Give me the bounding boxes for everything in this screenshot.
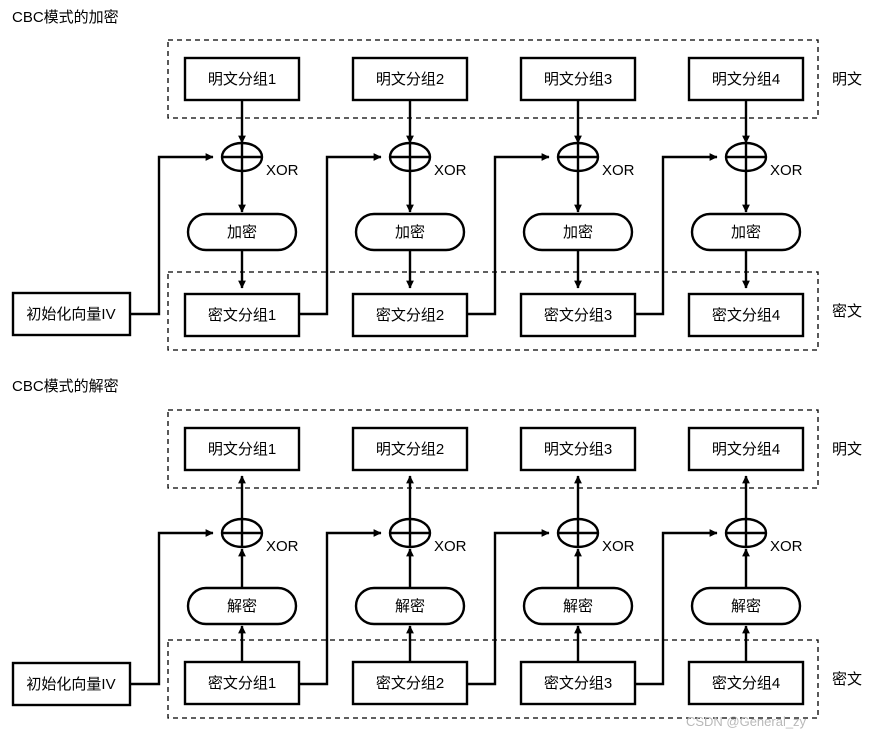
- decryption-plaintext-block-3-label: 明文分组3: [544, 441, 612, 458]
- encryption-ciphertext-label: 密文: [832, 303, 862, 320]
- decryption-plaintext-block-4: [687, 426, 805, 472]
- decryption-ciphertext-block-2: [351, 660, 469, 706]
- encryption-plaintext-block-2-label: 明文分组2: [376, 71, 444, 88]
- encryption-wire-cipher2-to-xor3: [467, 153, 550, 316]
- decryption-xor-label-1: XOR: [266, 538, 299, 555]
- decryption-section: CBC模式的解密 明文 密文 明文分组1 XOR 解密 密文分组1 明文分组2 …: [11, 378, 862, 719]
- encryption-iv-block-label: 初始化向量IV: [26, 306, 115, 323]
- decryption-ciphertext-block-2-label: 密文分组2: [376, 675, 444, 692]
- decryption-ciphertext-group-border: [167, 639, 819, 719]
- encryption-plaintext-block-3: [519, 56, 637, 102]
- encryption-plaintext-block-3-label: 明文分组3: [544, 71, 612, 88]
- encryption-cipher-op-3-label: 加密: [563, 224, 593, 241]
- decryption-cipher-op-4-label: 解密: [731, 598, 761, 615]
- decryption-ciphertext-block-1: [183, 660, 301, 706]
- encryption-cipher-op-2-label: 加密: [395, 224, 425, 241]
- decryption-ciphertext-block-3-label: 密文分组3: [544, 675, 612, 692]
- decryption-plaintext-label: 明文: [832, 441, 862, 458]
- encryption-plaintext-label: 明文: [832, 71, 862, 88]
- decryption-cipher-op-3-label: 解密: [563, 598, 593, 615]
- encryption-xor-label-1: XOR: [266, 162, 299, 179]
- decryption-cipher-op-1: [186, 586, 298, 626]
- encryption-ciphertext-block-4-label: 密文分组4: [712, 307, 780, 324]
- encryption-xor-label-3: XOR: [602, 162, 635, 179]
- decryption-plaintext-group-border: [167, 409, 819, 489]
- decryption-xor-label-2: XOR: [434, 538, 467, 555]
- encryption-wire-iv-to-xor1: [130, 153, 214, 316]
- decryption-plaintext-block-4-label: 明文分组4: [712, 441, 780, 458]
- decryption-plaintext-block-2-label: 明文分组2: [376, 441, 444, 458]
- encryption-plaintext-block-4-label: 明文分组4: [712, 71, 780, 88]
- encryption-ciphertext-group-border: [167, 271, 819, 351]
- encryption-cipher-op-4-label: 加密: [731, 224, 761, 241]
- decryption-ciphertext-block-4-label: 密文分组4: [712, 675, 780, 692]
- encryption-section: CBC模式的加密 明文 密文 明文分组1 XOR 加密 密文分组1 明文分组2 …: [11, 9, 862, 351]
- encryption-wire-cipher1-to-xor2: [299, 153, 382, 316]
- decryption-cipher-op-3: [522, 586, 634, 626]
- decryption-plaintext-block-1-label: 明文分组1: [208, 441, 276, 458]
- decryption-cipher-op-2-label: 解密: [395, 598, 425, 615]
- decryption-title: CBC模式的解密: [12, 378, 119, 395]
- watermark: CSDN @General_zy: [686, 714, 807, 729]
- decryption-wire-cipher3-to-xor4: [635, 529, 718, 686]
- decryption-wire-cipher1-to-xor2: [299, 529, 382, 686]
- decryption-wire-iv-to-xor1: [130, 529, 214, 686]
- encryption-wire-cipher3-to-xor4: [635, 153, 718, 316]
- decryption-iv-block: [11, 661, 132, 707]
- encryption-ciphertext-block-2-label: 密文分组2: [376, 307, 444, 324]
- decryption-plaintext-block-1: [183, 426, 301, 472]
- encryption-title: CBC模式的加密: [12, 9, 119, 26]
- decryption-iv-block-label: 初始化向量IV: [26, 676, 115, 693]
- encryption-plaintext-block-1-label: 明文分组1: [208, 71, 276, 88]
- decryption-ciphertext-label: 密文: [832, 671, 862, 688]
- decryption-cipher-op-2: [354, 586, 466, 626]
- encryption-ciphertext-block-1-label: 密文分组1: [208, 307, 276, 324]
- encryption-plaintext-block-2: [351, 56, 469, 102]
- encryption-plaintext-block-1: [183, 56, 301, 102]
- decryption-cipher-op-1-label: 解密: [227, 598, 257, 615]
- decryption-ciphertext-block-4: [687, 660, 805, 706]
- decryption-plaintext-block-3: [519, 426, 637, 472]
- encryption-xor-label-4: XOR: [770, 162, 803, 179]
- encryption-ciphertext-block-3-label: 密文分组3: [544, 307, 612, 324]
- decryption-xor-label-4: XOR: [770, 538, 803, 555]
- decryption-ciphertext-block-1-label: 密文分组1: [208, 675, 276, 692]
- decryption-wire-cipher2-to-xor3: [467, 529, 550, 686]
- encryption-iv-block: [11, 291, 132, 337]
- decryption-xor-label-3: XOR: [602, 538, 635, 555]
- decryption-plaintext-block-2: [351, 426, 469, 472]
- encryption-ciphertext-block-3: [519, 292, 637, 338]
- encryption-cipher-op-1-label: 加密: [227, 224, 257, 241]
- encryption-plaintext-group-border: [167, 39, 819, 119]
- encryption-plaintext-block-4: [687, 56, 805, 102]
- encryption-ciphertext-block-4: [687, 292, 805, 338]
- decryption-cipher-op-4: [690, 586, 802, 626]
- encryption-xor-label-2: XOR: [434, 162, 467, 179]
